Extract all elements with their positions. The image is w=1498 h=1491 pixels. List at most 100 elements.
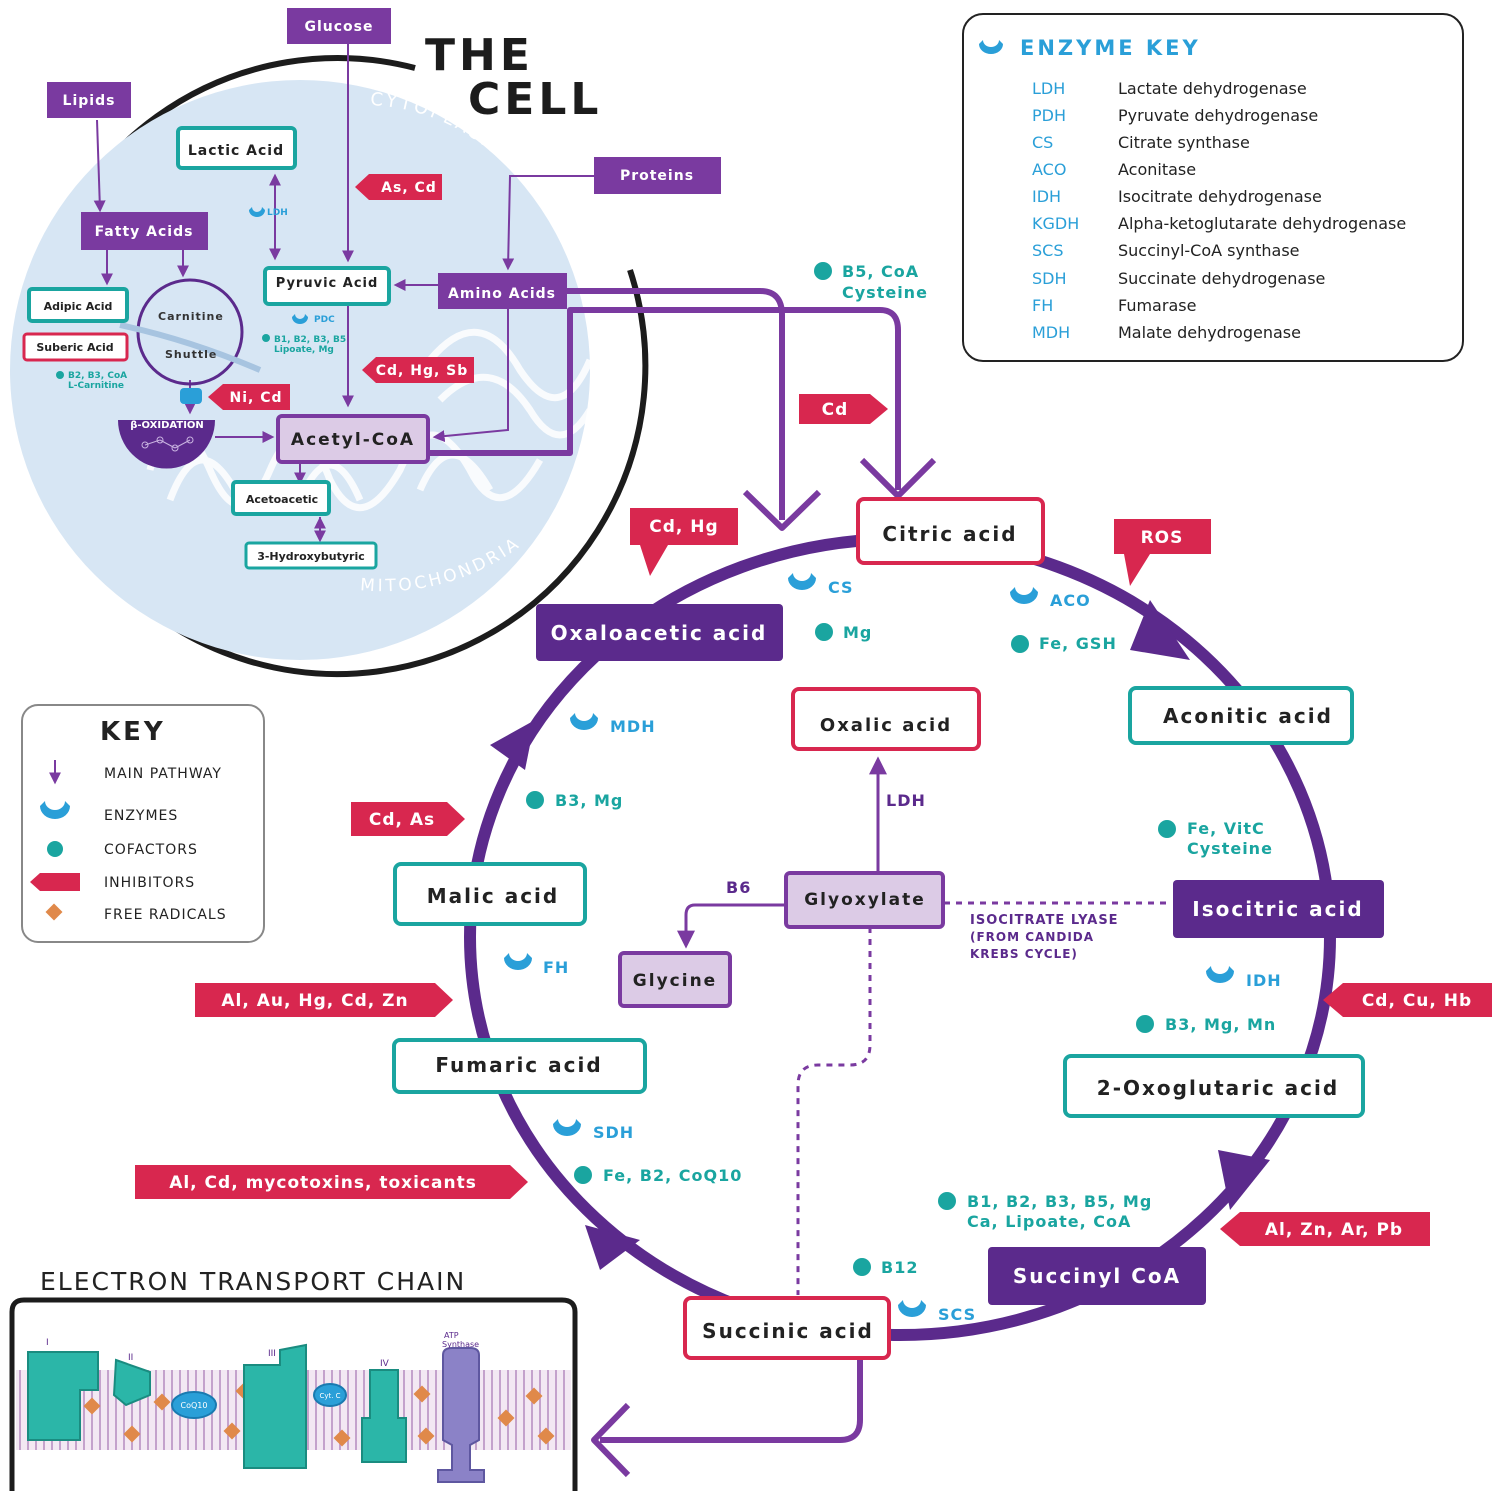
b12-cofactor-icon	[853, 1258, 871, 1276]
kgdh-cofactor-2: Ca, Lipoate, CoA	[967, 1212, 1131, 1231]
isocitric-acid-node: Isocitric acid	[1173, 880, 1384, 938]
succinic-acid-label: Succinic acid	[702, 1319, 874, 1343]
complex-iii-shape	[243, 1343, 307, 1469]
oxaloacetic-acid-node: Oxaloacetic acid	[536, 604, 783, 661]
inhibitor-cd-as-label: Cd, As	[369, 810, 435, 830]
enzymes: CS ACO IDH SCS SDH FH MDH	[504, 573, 1281, 1324]
cytc-label: Cyt. C	[319, 1392, 340, 1400]
beta-oxidation-label: β-OXIDATION	[130, 420, 204, 431]
malic-acid-node: Malic acid	[393, 862, 587, 926]
glyoxylate-node: Glyoxylate	[784, 871, 945, 929]
electron-transport-chain: ELECTRON TRANSPORT CHAIN I II CoQ10 III …	[9, 1267, 578, 1491]
complex-i-label: I	[46, 1338, 49, 1348]
adipic-acid-box: Adipic Acid	[27, 287, 129, 323]
glyoxylate-b6-label: B6	[726, 878, 751, 897]
isocitrate-lyase-line3: KREBS CYCLE)	[970, 947, 1078, 961]
b3-mg-mn-cofactor: B3, Mg, Mn	[1165, 1015, 1276, 1034]
shuttle-label: Shuttle	[165, 348, 217, 361]
inhibitor-al-cd-myco-label: Al, Cd, mycotoxins, toxicants	[169, 1173, 477, 1193]
glycine-label: Glycine	[633, 971, 717, 991]
cell-pathways	[93, 44, 595, 543]
b5-coa-cofactor-2: Cysteine	[842, 283, 928, 302]
inhibitor-ni-cd: Ni, Cd	[208, 384, 290, 410]
glyoxylate-label: Glyoxylate	[804, 890, 926, 910]
acetyl-coa-label: Acetyl-CoA	[291, 430, 415, 450]
ldh-enzyme-icon	[249, 207, 265, 217]
legend-inhibitors: INHIBITORS	[104, 875, 195, 891]
beta-oxidation: β-OXIDATION	[118, 420, 215, 469]
carnitine-cofactor-icon	[56, 371, 64, 379]
fumaric-acid-node: Fumaric acid	[392, 1038, 647, 1094]
carnitine-enzyme-icon	[180, 388, 202, 404]
succinyl-coa-label: Succinyl CoA	[1013, 1264, 1181, 1288]
enzyme-key-icon	[979, 40, 1003, 54]
scs-enzyme: SCS	[898, 1300, 976, 1324]
mdh-enzyme-label: MDH	[610, 717, 656, 736]
mg-cofactor: Mg	[843, 623, 872, 642]
inhibitor-al-zn-ar-pb-label: Al, Zn, Ar, Pb	[1265, 1220, 1403, 1240]
fe-b2-coq10-cofactor-icon	[574, 1166, 592, 1184]
enzyme-name-0: Lactate dehydrogenase	[1118, 79, 1307, 98]
inhibitor-cd-cu-hb: Cd, Cu, Hb	[1323, 983, 1492, 1017]
lactic-acid-label: Lactic Acid	[188, 143, 284, 159]
amino-acids-box: Amino Acids	[438, 273, 567, 309]
sdh-enzyme-icon	[553, 1119, 581, 1136]
kgdh-cofactor-1: B1, B2, B3, B5, Mg	[967, 1192, 1152, 1211]
enzyme-abbr-2: CS	[1032, 133, 1053, 152]
enzyme-name-5: Alpha-ketoglutarate dehydrogenase	[1118, 214, 1406, 233]
oxoglutaric-acid-node: 2-Oxoglutaric acid	[1063, 1054, 1365, 1118]
acetyl-feed-paths	[428, 288, 937, 1478]
enzyme-name-4: Isocitrate dehydrogenase	[1118, 187, 1322, 206]
adipic-acid-label: Adipic Acid	[44, 300, 113, 313]
cell-title-line1: THE	[425, 30, 534, 81]
cytc-shape	[313, 1383, 347, 1407]
lipids-box: Lipids	[47, 82, 131, 118]
fe-vitc-cofactor-2: Cysteine	[1187, 839, 1273, 858]
inhibitor-al-au-hg-label: Al, Au, Hg, Cd, Zn	[221, 991, 408, 1011]
fe-b2-coq10-cofactor: Fe, B2, CoQ10	[603, 1166, 742, 1185]
fh-enzyme: FH	[504, 953, 569, 977]
cs-enzyme-icon	[788, 573, 816, 590]
lactic-acid-box: Lactic Acid	[176, 126, 297, 170]
oxalic-acid-label: Oxalic acid	[820, 715, 952, 736]
fumaric-acid-label: Fumaric acid	[435, 1053, 602, 1077]
scs-enzyme-label: SCS	[938, 1305, 976, 1324]
inhibitor-cd-hg-sb-label: Cd, Hg, Sb	[376, 363, 469, 379]
oxalic-acid-node: Oxalic acid	[791, 687, 981, 751]
citric-acid-node: Citric acid	[856, 497, 1045, 565]
enzyme-abbr-6: SCS	[1032, 241, 1063, 260]
sdh-enzyme: SDH	[553, 1119, 633, 1142]
mdh-enzyme-icon	[570, 713, 598, 730]
pdc-enzyme-icon	[292, 314, 308, 324]
legend-cofactors: COFACTORS	[104, 842, 198, 858]
legend-cofactor-icon	[47, 841, 63, 857]
enzyme-name-3: Aconitase	[1118, 160, 1196, 179]
fe-vitc-cofactor-1: Fe, VitC	[1187, 819, 1265, 838]
enzyme-name-7: Succinate dehydrogenase	[1118, 269, 1325, 288]
enzyme-abbr-7: SDH	[1032, 269, 1067, 288]
cycle-arrow-succinic	[585, 1225, 640, 1270]
aconitic-acid-label: Aconitic acid	[1163, 704, 1333, 728]
isocitrate-lyase-line2: (FROM CANDIDA	[970, 930, 1094, 944]
glucose-label: Glucose	[304, 19, 373, 35]
legend-main-pathway: MAIN PATHWAY	[104, 766, 222, 782]
fe-gsh-cofactor: Fe, GSH	[1039, 634, 1117, 653]
carnitine-cofactors-1: B2, B3, CoA	[68, 371, 127, 381]
suberic-acid-box: Suberic Acid	[22, 332, 129, 362]
inhibitors: Cd Cd, Hg ROS Cd, Cu, Hb Al, Zn, Ar, Pb …	[135, 394, 1492, 1246]
enzyme-name-6: Succinyl-CoA synthase	[1118, 241, 1300, 260]
citric-acid-label: Citric acid	[882, 522, 1017, 546]
fh-enzyme-label: FH	[543, 958, 569, 977]
enzyme-abbr-9: MDH	[1032, 323, 1070, 342]
atp-synthase-label-1: ATP	[444, 1331, 459, 1340]
enzyme-abbr-8: FH	[1032, 296, 1053, 315]
inhibitor-al-zn-ar-pb: Al, Zn, Ar, Pb	[1220, 1212, 1430, 1246]
enzyme-name-1: Pyruvate dehydrogenase	[1118, 106, 1318, 125]
mdh-enzyme: MDH	[570, 713, 656, 736]
complex-iii-label: III	[268, 1349, 276, 1359]
enzyme-abbr-5: KGDH	[1032, 214, 1079, 233]
inhibitor-cd-hg-sb: Cd, Hg, Sb	[362, 357, 474, 383]
fh-enzyme-icon	[504, 953, 532, 970]
enzyme-name-9: Malate dehydrogenase	[1118, 323, 1301, 342]
cycle-arrow-aconitic	[1130, 600, 1190, 660]
